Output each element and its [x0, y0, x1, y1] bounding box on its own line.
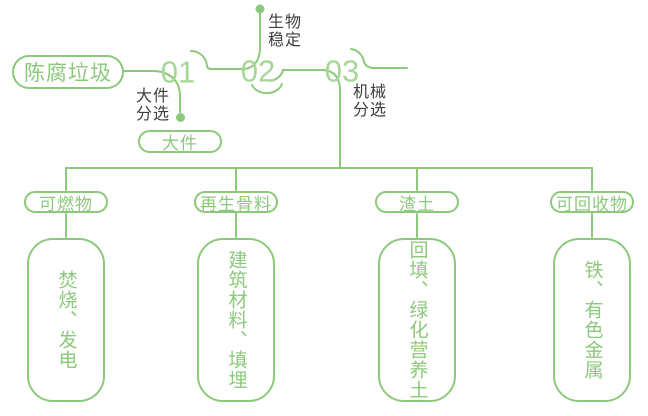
result-text: 焚烧、发电 — [55, 270, 77, 370]
step3-arc-exit-line — [350, 48, 408, 69]
node-bulky-output: 大件 — [138, 130, 222, 153]
pill-to-box-links — [65, 213, 593, 238]
result-text: 铁、有色金属 — [581, 260, 603, 380]
step2-up-line — [242, 12, 261, 70]
label-step2-process: 生物稳定 — [268, 14, 303, 49]
label-step1-process: 大件分选 — [136, 88, 171, 123]
step1-drop-line — [154, 70, 181, 113]
node-category-recyclable: 可回收物 — [550, 191, 634, 214]
step2-top-dot — [255, 4, 265, 14]
node-category-slag-soil: 渣土 — [375, 191, 459, 214]
node-result-combustible: 焚烧、发电 — [27, 238, 105, 402]
step2-smile-arc — [251, 83, 283, 95]
result-text: 建筑材料、填埋 — [225, 250, 247, 390]
step-number-01: 01 — [160, 54, 196, 90]
line-step2-step3-drop — [269, 69, 341, 168]
label-step3-process: 机械分选 — [353, 84, 388, 119]
result-text: 回填、绿化营养土 — [406, 240, 428, 400]
node-source: 陈腐垃圾 — [12, 55, 124, 89]
node-result-recycled-aggregate: 建筑材料、填埋 — [197, 238, 275, 402]
node-category-combustible: 可燃物 — [24, 191, 108, 214]
step1-arc — [190, 49, 208, 67]
step-number-03: 03 — [324, 53, 360, 89]
line-step1-step2 — [206, 65, 244, 70]
step1-drop-dot — [176, 113, 185, 122]
branch-ticks — [65, 167, 593, 191]
node-category-recycled-aggregate: 再生骨料 — [194, 191, 278, 214]
node-result-slag-soil: 回填、绿化营养土 — [378, 238, 456, 402]
node-result-recyclable: 铁、有色金属 — [553, 238, 631, 402]
step-number-02: 02 — [240, 53, 276, 89]
